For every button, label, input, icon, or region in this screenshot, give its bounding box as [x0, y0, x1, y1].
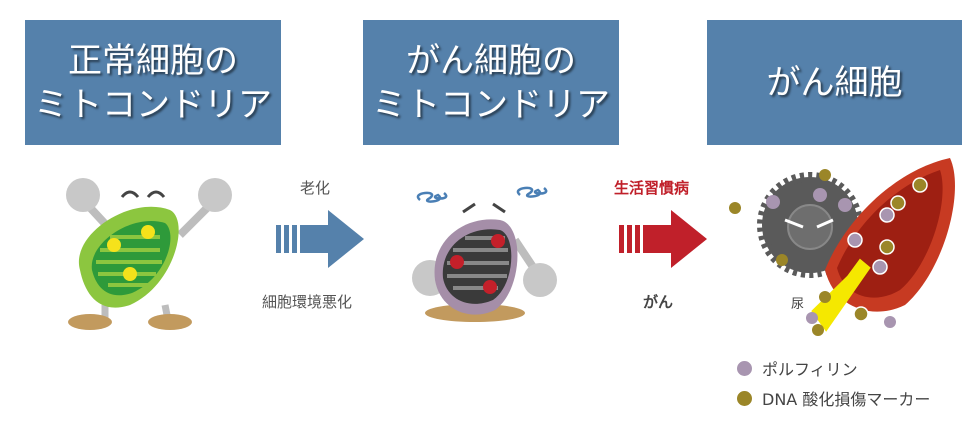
- legend-item-porphyrin: ポルフィリン: [737, 356, 858, 380]
- arrow-bottom-label-cell-environment: 細胞環境悪化: [262, 293, 353, 311]
- stage-title-line1: 正常細胞の: [68, 40, 238, 81]
- blue-progression-arrow: [276, 210, 364, 268]
- stage-title-line1: がん細胞の: [406, 40, 576, 81]
- arrow-top-label-aging: 老化: [300, 179, 331, 197]
- arrow-bottom-label-cancer: がん: [643, 293, 674, 311]
- stage-title: がん細胞: [766, 62, 903, 103]
- legend-label: ポルフィリン: [762, 360, 858, 379]
- healthy-mitochondria-illustration: [66, 178, 232, 330]
- urine-label: 尿: [791, 297, 805, 312]
- stage-box-cancer-mitochondria: がん細胞の ミトコンドリア: [363, 20, 619, 145]
- stage-box-cancer-cell: がん細胞: [707, 20, 962, 145]
- legend-label: DNA 酸化損傷マーカー: [762, 390, 931, 409]
- red-progression-arrow: [619, 210, 707, 268]
- arrow-top-label-lifestyle-disease: 生活習慣病: [614, 179, 690, 197]
- dna-marker-color-swatch-icon: [737, 390, 752, 406]
- porphyrin-color-swatch-icon: [737, 360, 752, 376]
- stage-title-line2: ミトコンドリア: [372, 84, 610, 125]
- cancer-mitochondria-illustration: [412, 186, 557, 322]
- cancer-cell-blood-vessel-illustration: [729, 158, 955, 336]
- stage-title-line2: ミトコンドリア: [34, 84, 272, 125]
- legend-item-dna-oxidative-damage-marker: DNA 酸化損傷マーカー: [737, 386, 930, 410]
- stage-box-normal-mitochondria: 正常細胞の ミトコンドリア: [25, 20, 281, 145]
